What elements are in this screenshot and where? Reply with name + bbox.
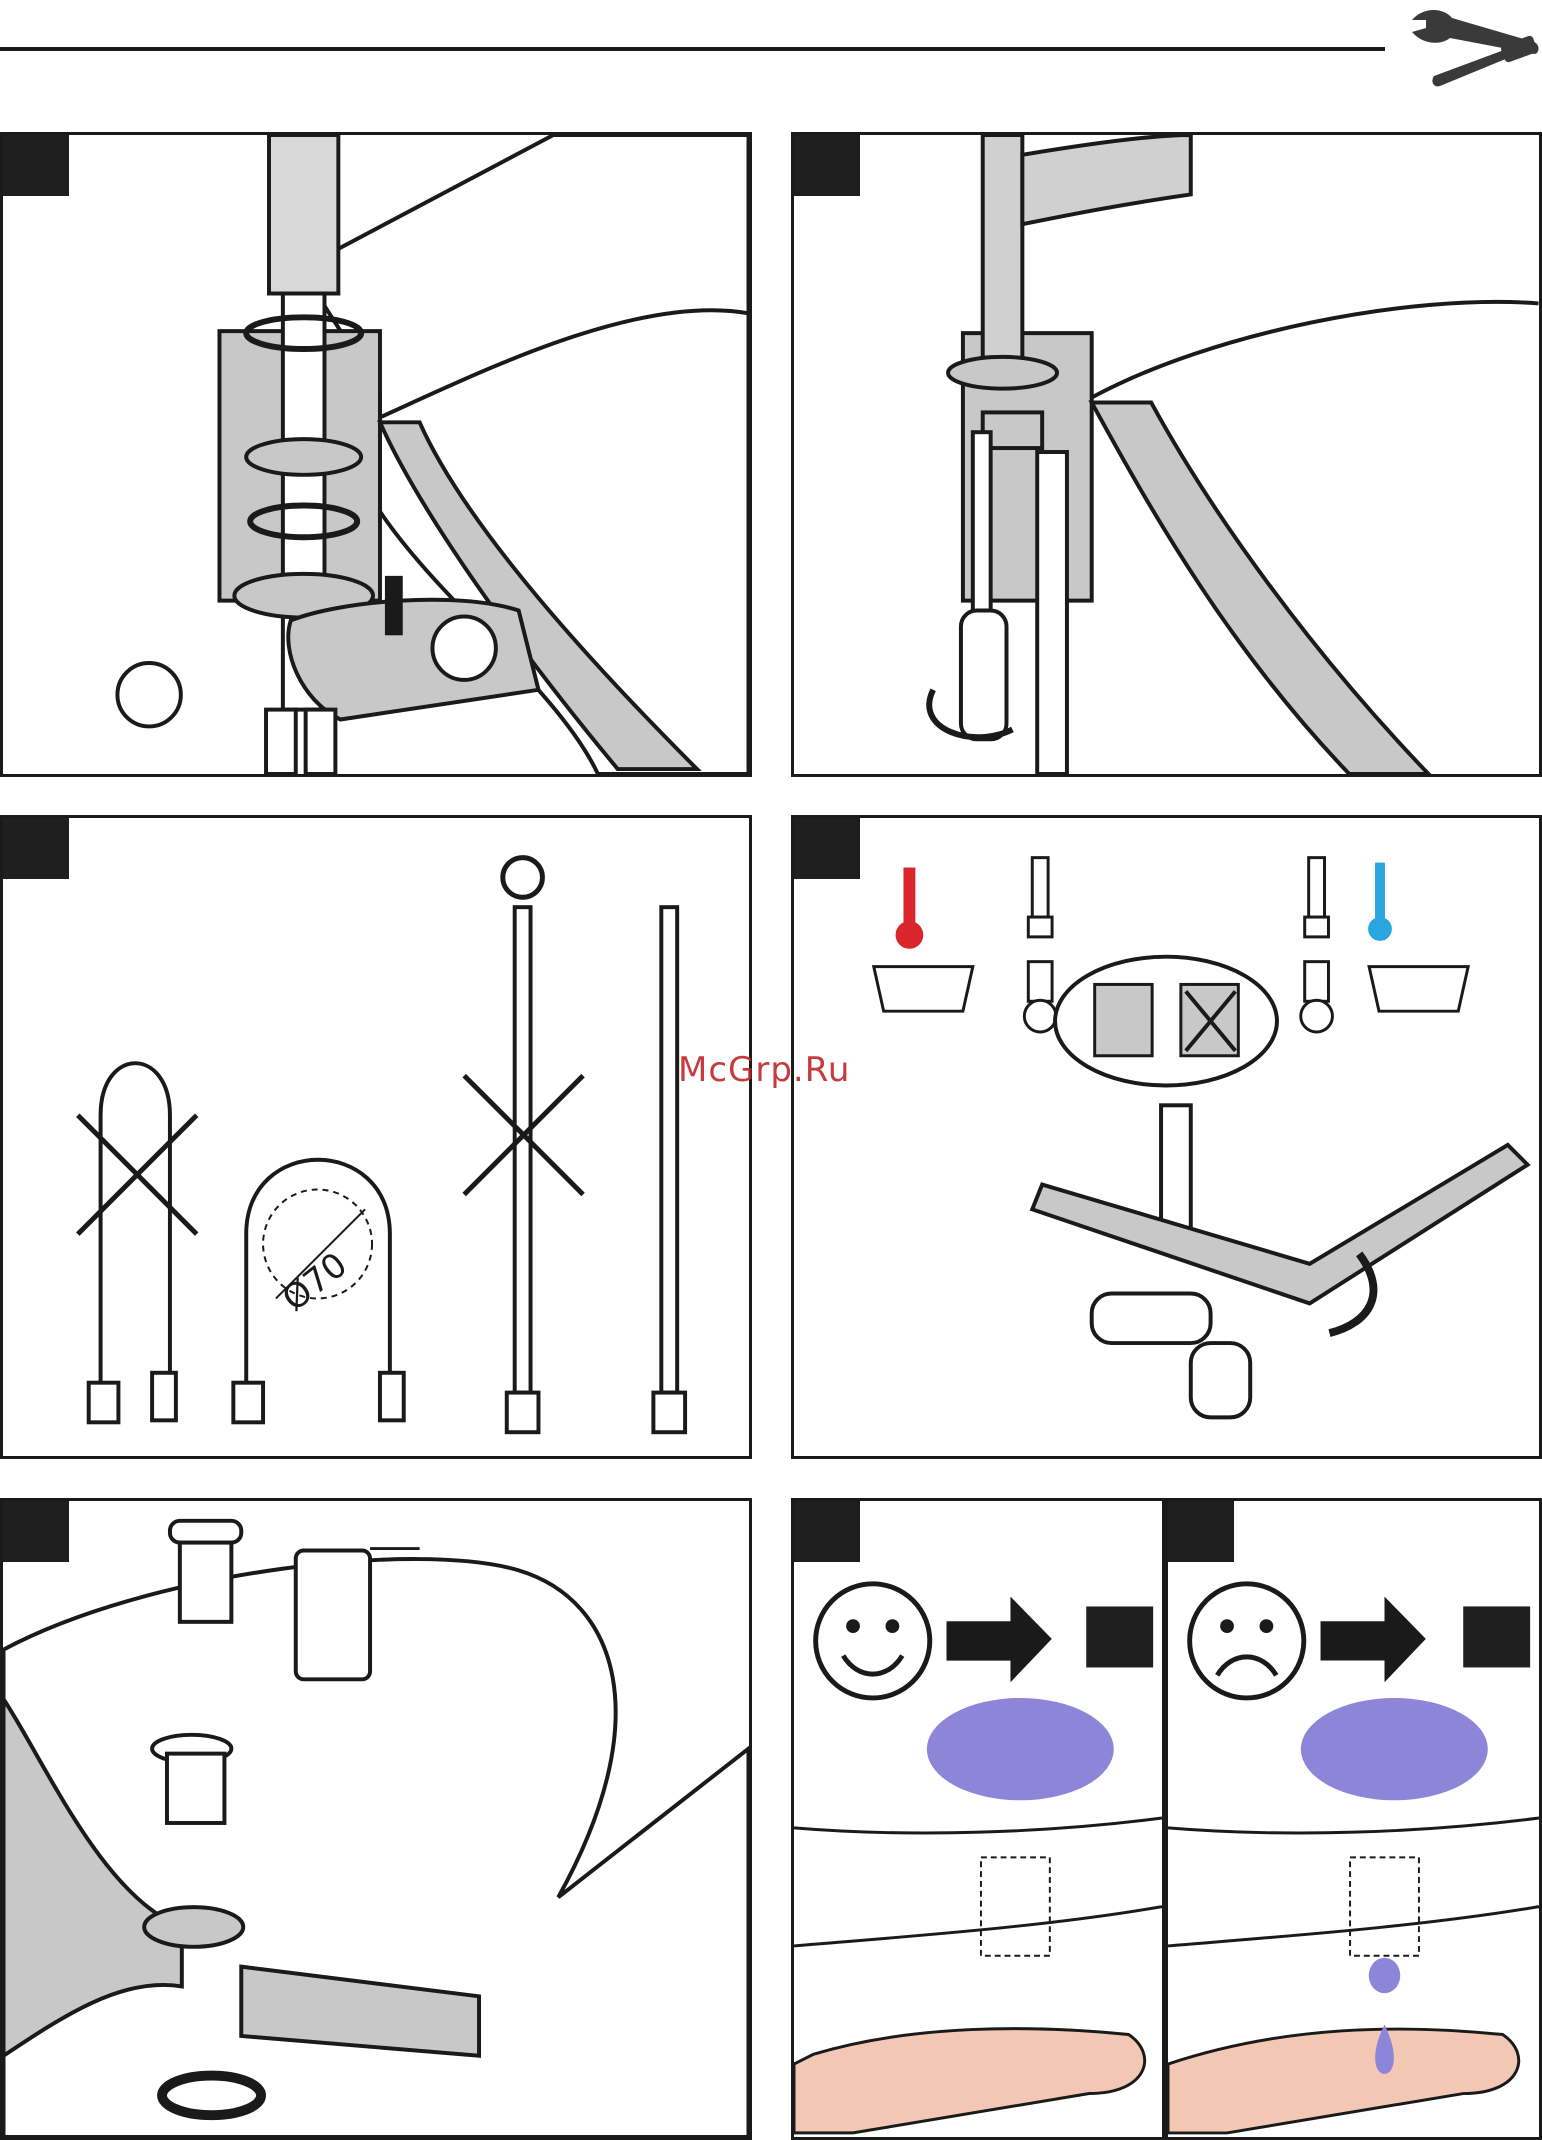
hand-palm-icon bbox=[1168, 2029, 1519, 2133]
panel-step-3: Ø70 bbox=[0, 815, 752, 1459]
cold-thermometer-icon bbox=[1375, 863, 1385, 922]
faucet-install-illustration bbox=[3, 135, 749, 774]
panel-step-1 bbox=[0, 132, 752, 777]
step-number-badge bbox=[794, 818, 860, 879]
arrow-right-icon bbox=[1321, 1597, 1426, 1683]
step-number-badge bbox=[794, 135, 860, 196]
panel-step-4 bbox=[791, 815, 1542, 1459]
header-rule bbox=[0, 47, 1385, 51]
water-drop-icon bbox=[1369, 1958, 1400, 1993]
drain-assembly-illustration bbox=[3, 1501, 749, 2137]
panel-step-7 bbox=[1165, 1498, 1542, 2140]
step-number-badge bbox=[1168, 1501, 1234, 1562]
leak-check-ok-illustration bbox=[794, 1501, 1162, 2137]
panel-step-5 bbox=[0, 1498, 752, 2140]
wrench-screwdriver-icon bbox=[1404, 2, 1540, 92]
leak-check-fail-illustration bbox=[1168, 1501, 1539, 2137]
hot-thermometer-icon bbox=[903, 868, 915, 927]
sad-face-icon bbox=[1190, 1584, 1304, 1698]
step-number-badge bbox=[794, 1501, 860, 1562]
screwdriver-tightening-illustration bbox=[794, 135, 1539, 774]
hose-bend-radius-illustration bbox=[3, 818, 749, 1456]
panel-step-2 bbox=[791, 132, 1542, 777]
arrow-right-icon bbox=[947, 1597, 1052, 1683]
supply-connection-illustration bbox=[794, 818, 1539, 1456]
step-number-badge bbox=[3, 818, 69, 879]
panel-step-6 bbox=[791, 1498, 1165, 2140]
hand-palm-icon bbox=[794, 2029, 1145, 2133]
smiley-face-icon bbox=[816, 1584, 930, 1698]
step-number-badge bbox=[3, 1501, 69, 1562]
watermark-text: McGrp.Ru bbox=[678, 1050, 850, 1090]
step-number-badge bbox=[3, 135, 69, 196]
